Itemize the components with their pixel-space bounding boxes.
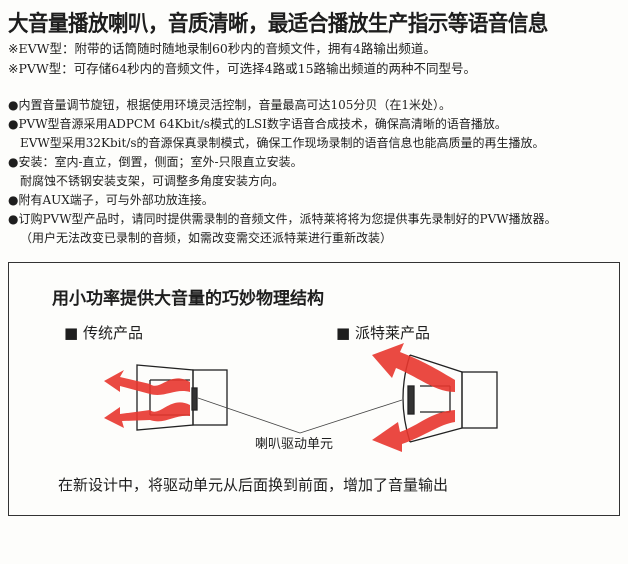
- feature-line: 耐腐蚀不锈钢安装支架，可调整多角度安装方向。: [20, 174, 285, 188]
- driver-unit-label: 喇叭驱动单元: [255, 437, 334, 452]
- traditional-product-label: ■ 传统产品: [64, 324, 143, 342]
- feature-line: ●PVW型音源采用ADPCM 64Kbit/s模式的LSI数字语音合成技术，确保…: [8, 117, 507, 131]
- feature-line: ●附有AUX端子，可与外部功放连接。: [8, 193, 214, 207]
- traditional-speaker-icon: [136, 364, 228, 431]
- feature-line: ●订购PVW型产品时，请同时提供需录制的音频文件，派特莱将将为您提供事先录制好的…: [8, 212, 557, 226]
- feature-line: ●内置音量调节旋钮，根据使用环境灵活控制，音量最高可达105分贝（在1米处）。: [8, 98, 452, 112]
- patlite-arrows-icon: [372, 343, 455, 452]
- feature-line: （用户无法改变已录制的音频，如需改变需交还派特莱进行重新改装）: [20, 231, 393, 245]
- feature-line: EVW型采用32Kbit/s的音源保真录制模式，确保工作现场录制的语音信息也能高…: [20, 136, 545, 150]
- traditional-arrows-icon: [104, 370, 190, 428]
- patlite-product-label: ■ 派特莱产品: [336, 324, 430, 342]
- note-pvw: ※PVW型：可存储64秒内的音频文件，可选择4路或15路输出频道的两种不同型号。: [8, 61, 477, 76]
- driver-pointer-lines: [197, 397, 403, 434]
- diagram-box: [8, 262, 620, 516]
- note-evw: ※EVW型：附带的话筒随时随地录制60秒内的音频文件，拥有4路输出频道。: [8, 41, 436, 56]
- diagram-title: 用小功率提供大音量的巧妙物理结构: [52, 289, 324, 309]
- diagram-caption: 在新设计中，将驱动单元从后面换到前面，增加了音量输出: [58, 476, 449, 494]
- feature-line: ●安装：室内-直立，倒置，侧面；室外-只限直立安装。: [8, 155, 303, 169]
- page-title: 大音量播放喇叭，音质清晰，最适合播放生产指示等语音信息: [8, 12, 548, 37]
